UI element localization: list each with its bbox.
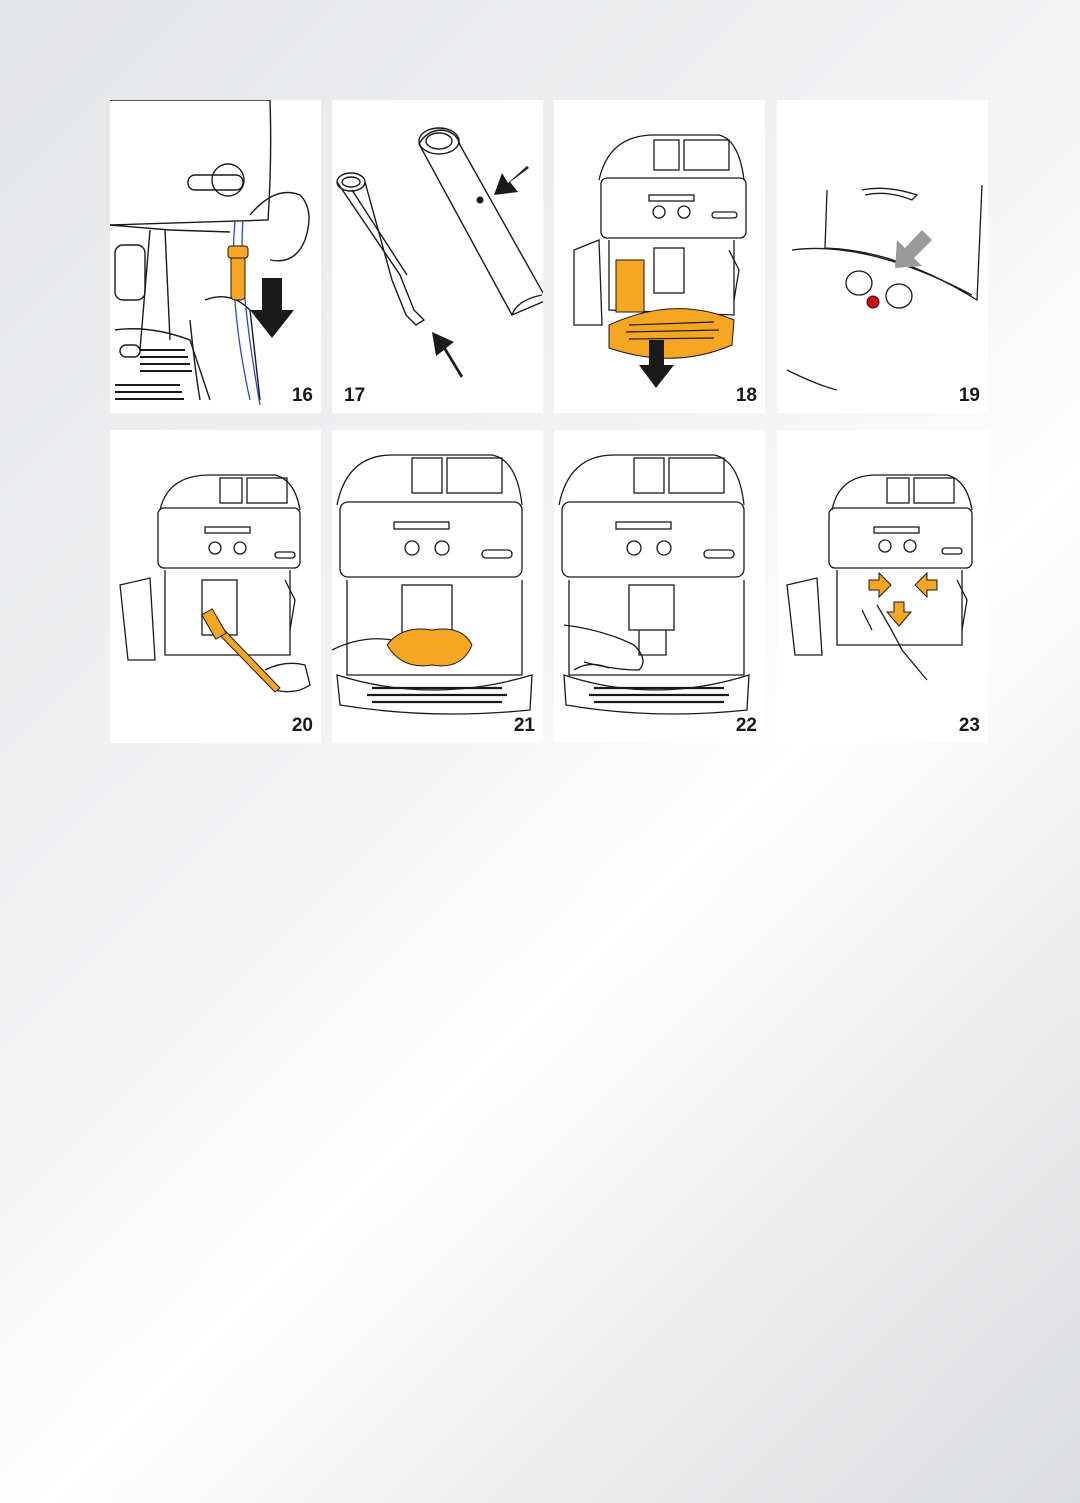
step-number: 17 bbox=[344, 385, 366, 406]
drip-spout-removal-icon bbox=[110, 100, 310, 406]
drip-tray-removal-icon bbox=[573, 134, 747, 388]
step-17-panel: 17 bbox=[332, 100, 543, 413]
step-number: 19 bbox=[958, 385, 980, 406]
step-number: 21 bbox=[513, 715, 535, 736]
step-22-panel: 22 bbox=[554, 430, 765, 743]
cloth-wipe-icon bbox=[332, 454, 533, 715]
brew-unit-release-icon bbox=[786, 474, 973, 681]
step-number: 22 bbox=[735, 715, 757, 736]
step-19-panel: 19 bbox=[777, 100, 988, 413]
brush-cleaning-icon bbox=[119, 474, 311, 693]
step-16-panel: 16 bbox=[110, 100, 321, 413]
step-21-panel: 21 bbox=[332, 430, 543, 743]
step-number: 18 bbox=[735, 385, 757, 406]
step-number: 23 bbox=[958, 715, 980, 736]
spout-nozzle-tubes-icon bbox=[336, 127, 543, 378]
dispenser-hand-icon bbox=[558, 454, 750, 715]
step-23-panel: 23 bbox=[777, 430, 988, 743]
step-18-panel: 18 bbox=[554, 100, 765, 413]
step-number: 16 bbox=[291, 385, 313, 406]
step-number: 20 bbox=[291, 715, 313, 736]
red-indicator-button-icon bbox=[786, 184, 983, 391]
step-20-panel: 20 bbox=[110, 430, 321, 743]
